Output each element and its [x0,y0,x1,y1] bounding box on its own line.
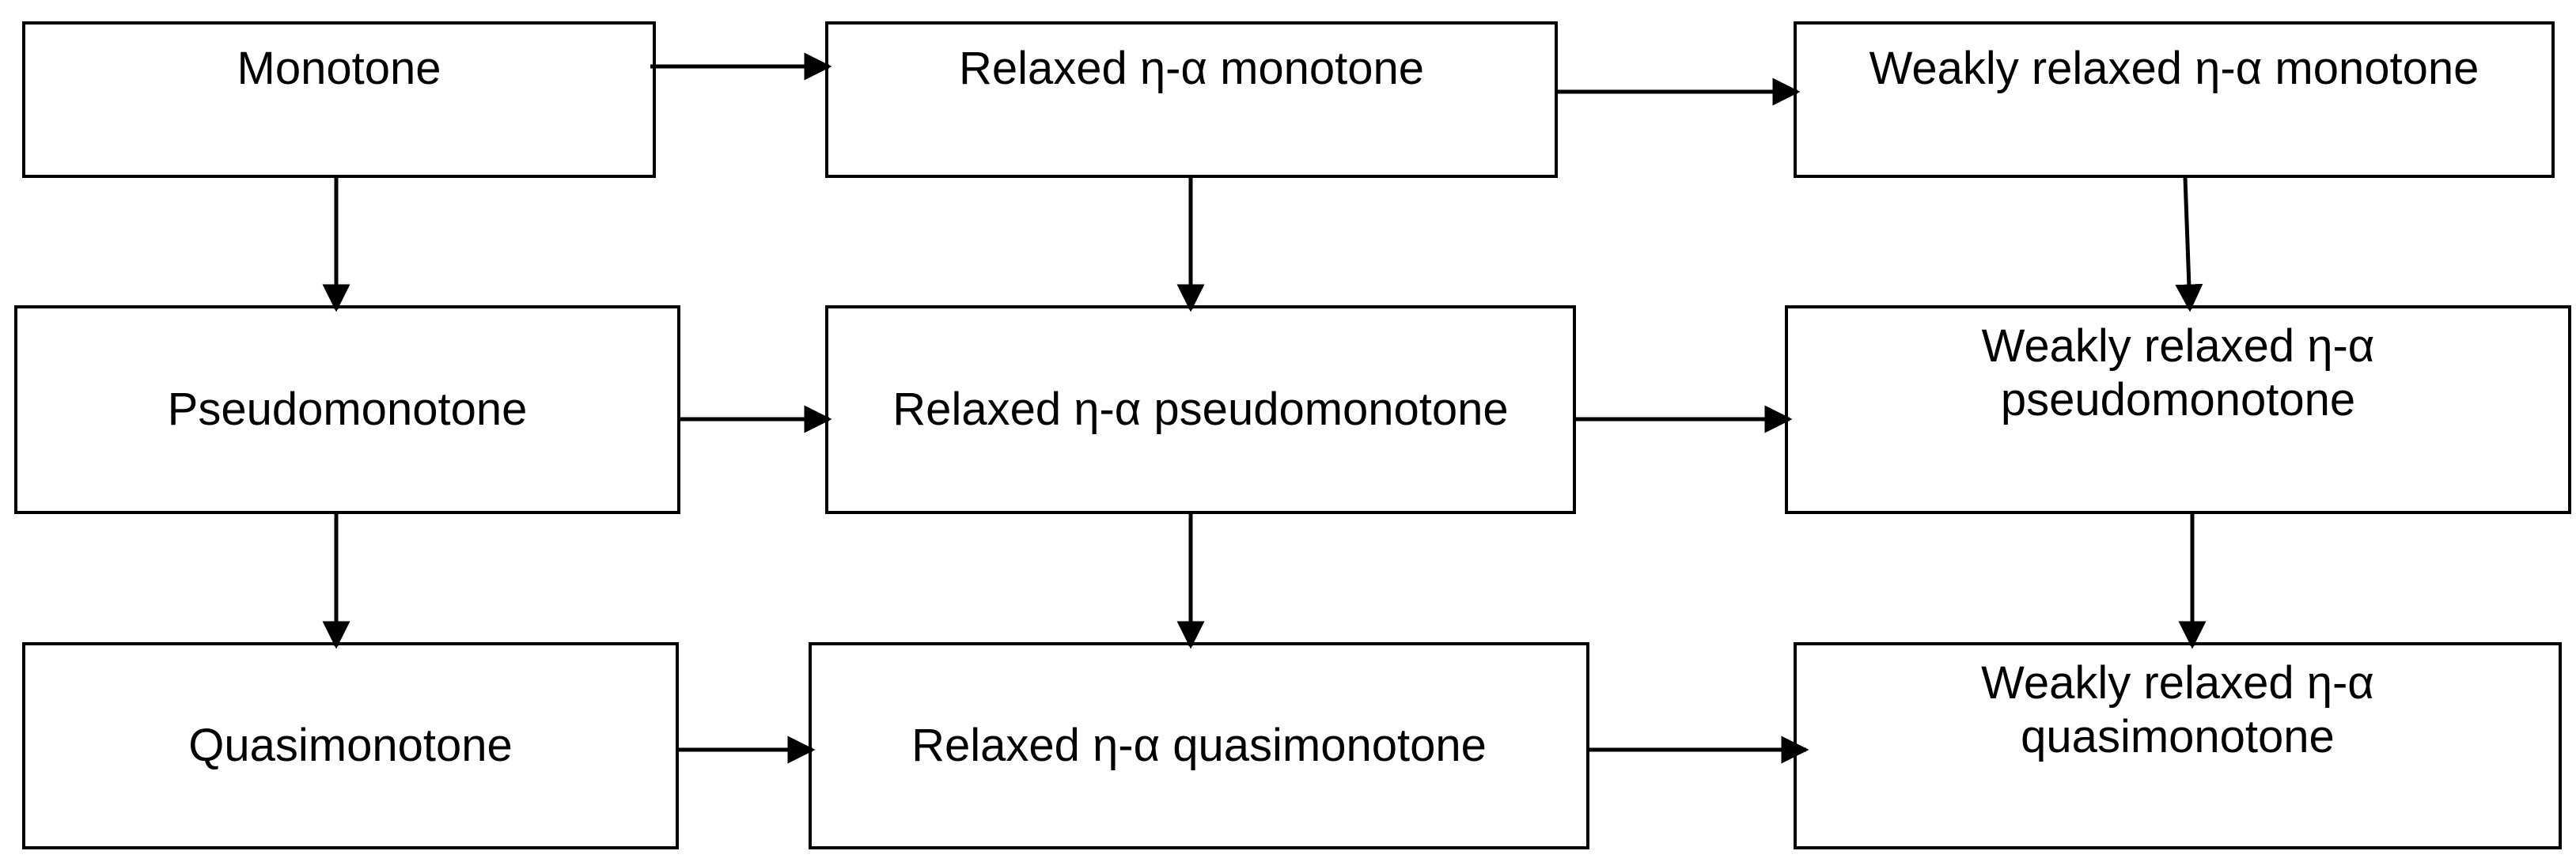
node-relaxed-pseudomonotone: Relaxed η-α pseudomonotone [825,305,1576,514]
node-weakly-relaxed-pseudomonotone-line2: pseudomonotone [2000,374,2356,425]
node-pseudomonotone-label: Pseudomonotone [167,384,528,435]
node-weakly-relaxed-pseudomonotone: Weakly relaxed η-α pseudomonotone [1785,305,2571,514]
node-monotone-label: Monotone [237,43,441,94]
node-weakly-relaxed-monotone: Weakly relaxed η-α monotone [1794,21,2555,178]
node-relaxed-quasimonotone-label: Relaxed η-α quasimonotone [911,720,1487,771]
node-weakly-relaxed-quasimonotone-line2: quasimonotone [2021,711,2335,762]
node-relaxed-pseudomonotone-label: Relaxed η-α pseudomonotone [892,384,1509,435]
arrow-weakly-monotone-to-weakly-pseudomonotone [2175,177,2203,312]
node-relaxed-quasimonotone: Relaxed η-α quasimonotone [809,642,1589,849]
node-weakly-relaxed-pseudomonotone-line1: Weakly relaxed η-α [1981,320,2375,372]
node-relaxed-monotone-label: Relaxed η-α monotone [958,43,1425,94]
node-pseudomonotone: Pseudomonotone [14,305,680,514]
node-weakly-relaxed-quasimonotone-line1: Weakly relaxed η-α [1981,657,2374,709]
node-relaxed-monotone: Relaxed η-α monotone [825,21,1558,178]
node-weakly-relaxed-quasimonotone: Weakly relaxed η-α quasimonotone [1794,642,2562,849]
node-quasimonotone-label: Quasimonotone [188,720,513,771]
node-quasimonotone: Quasimonotone [22,642,679,849]
node-weakly-relaxed-monotone-label: Weakly relaxed η-α monotone [1869,43,2479,94]
node-monotone: Monotone [22,21,656,178]
